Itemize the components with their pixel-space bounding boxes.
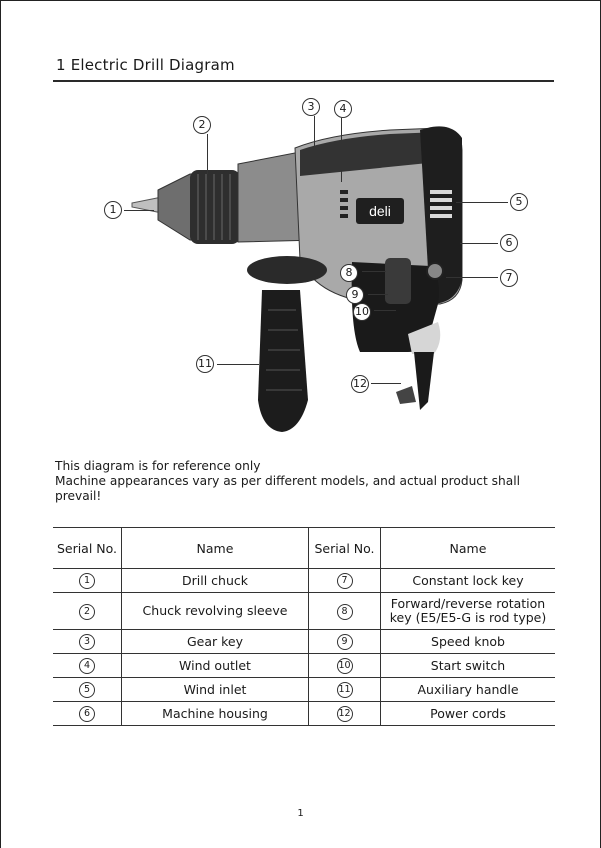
name-cell: Speed knob — [380, 629, 555, 654]
name-cell: Auxiliary handle — [380, 677, 555, 702]
callout-6: 6 — [500, 234, 518, 252]
name-cell: Gear key — [121, 629, 309, 654]
reference-note: This diagram is for reference only Machi… — [55, 459, 550, 504]
callout-line-2 — [207, 134, 208, 174]
serial-cell: 5 — [53, 677, 122, 702]
callout-2: 2 — [193, 116, 211, 134]
callout-10: 10 — [353, 303, 371, 321]
serial-cell: 9 — [308, 629, 381, 654]
serial-number: 10 — [336, 658, 353, 674]
page-frame-top — [0, 0, 600, 4]
name-cell: Forward/reverse rotation key (E5/E5-G is… — [380, 592, 555, 630]
callout-line-5 — [456, 202, 508, 203]
wind-outlet-vents — [340, 190, 348, 218]
serial-cell: 7 — [308, 568, 381, 593]
table-row: 1 Drill chuck 7 Constant lock key — [53, 568, 555, 593]
drill-drawing: deli — [131, 126, 463, 432]
serial-cell: 2 — [53, 592, 122, 630]
serial-number: 9 — [336, 634, 353, 650]
parts-table: Serial No. Name Serial No. Name 1 Drill … — [53, 527, 555, 726]
table-header-row: Serial No. Name Serial No. Name — [53, 527, 555, 569]
name-cell: Start switch — [380, 653, 555, 678]
table-row: 5 Wind inlet 11 Auxiliary handle — [53, 677, 555, 702]
serial-cell: 6 — [53, 701, 122, 726]
name-cell: Wind inlet — [121, 677, 309, 702]
name-cell: Machine housing — [121, 701, 309, 726]
callout-line-1 — [124, 210, 154, 211]
aux-handle-collar — [247, 256, 327, 284]
serial-cell: 8 — [308, 592, 381, 630]
callout-line-4 — [341, 118, 342, 182]
name-cell: Power cords — [380, 701, 555, 726]
serial-cell: 11 — [308, 677, 381, 702]
chuck-sleeve-shape — [190, 170, 240, 244]
table-row: 6 Machine housing 12 Power cords — [53, 701, 555, 726]
name-cell: Constant lock key — [380, 568, 555, 593]
callout-line-3 — [314, 116, 315, 150]
table-row: 4 Wind outlet 10 Start switch — [53, 653, 555, 678]
table-row: 2 Chuck revolving sleeve 8 Forward/rever… — [53, 592, 555, 630]
serial-number: 3 — [79, 634, 95, 650]
callout-line-7 — [446, 277, 498, 278]
aux-handle-grip — [258, 290, 308, 432]
serial-number: 6 — [79, 706, 95, 722]
callout-line-10 — [374, 310, 396, 311]
callout-11: 11 — [196, 355, 214, 373]
serial-cell: 10 — [308, 653, 381, 678]
lock-button — [426, 262, 444, 280]
brand-badge — [356, 198, 404, 224]
serial-cell: 4 — [53, 653, 122, 678]
serial-number: 11 — [336, 682, 353, 698]
brand-logo: deli — [369, 203, 391, 219]
callout-4: 4 — [334, 100, 352, 118]
callout-line-6 — [460, 243, 498, 244]
serial-number: 2 — [79, 603, 95, 620]
serial-cell: 12 — [308, 701, 381, 726]
callout-5: 5 — [510, 193, 528, 211]
serial-number: 1 — [79, 573, 95, 589]
name-cell: Wind outlet — [121, 653, 309, 678]
callout-line-8 — [362, 271, 386, 272]
serial-number: 5 — [79, 682, 95, 698]
callout-1: 1 — [104, 201, 122, 219]
header-name-right: Name — [380, 527, 555, 569]
note-line-1: This diagram is for reference only — [55, 459, 261, 473]
table-row: 3 Gear key 9 Speed knob — [53, 629, 555, 654]
top-cover — [300, 132, 458, 176]
name-cell: Drill chuck — [121, 568, 309, 593]
page-number: 1 — [297, 808, 304, 819]
serial-number: 4 — [79, 658, 95, 674]
callout-8: 8 — [340, 264, 358, 282]
title-rule — [53, 80, 554, 82]
note-line-2: Machine appearances vary as per differen… — [55, 474, 520, 503]
callout-9: 9 — [346, 286, 364, 304]
page-frame-left — [0, 0, 1, 848]
cord-tip — [396, 386, 416, 404]
callout-line-9 — [368, 294, 388, 295]
serial-number: 8 — [336, 603, 353, 620]
wind-inlet-vents — [430, 190, 452, 218]
callout-3: 3 — [302, 98, 320, 116]
serial-number: 12 — [336, 706, 353, 722]
pistol-grip — [351, 262, 439, 352]
power-cord — [414, 352, 434, 410]
header-serial-right: Serial No. — [308, 527, 381, 569]
callout-line-11 — [217, 364, 259, 365]
serial-number: 7 — [336, 573, 353, 589]
header-name-left: Name — [121, 527, 309, 569]
serial-cell: 1 — [53, 568, 122, 593]
callout-7: 7 — [500, 269, 518, 287]
trigger-switch — [385, 258, 411, 304]
callout-12: 12 — [351, 375, 369, 393]
name-cell: Chuck revolving sleeve — [121, 592, 309, 630]
drill-illustration: deli 1 2 3 4 5 6 7 8 9 10 11 12 — [90, 90, 540, 450]
section-title: 1 Electric Drill Diagram — [56, 56, 235, 74]
cord-guard — [408, 322, 441, 354]
header-serial-left: Serial No. — [53, 527, 122, 569]
serial-cell: 3 — [53, 629, 122, 654]
callout-line-12 — [371, 383, 401, 384]
